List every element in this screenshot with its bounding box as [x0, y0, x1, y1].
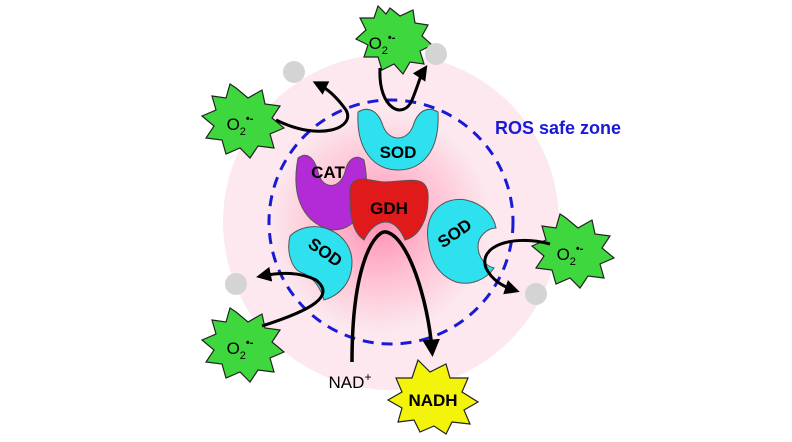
sod-right: SOD — [427, 198, 497, 284]
product-dot-right — [525, 283, 547, 305]
arrow-right — [483, 239, 551, 295]
sod-left: SOD — [288, 226, 353, 301]
svg-text:O2•-: O2•- — [557, 243, 584, 268]
svg-text:O2•-: O2•- — [227, 113, 254, 138]
safe-zone-boundary — [267, 98, 515, 346]
nadh-label: NADH — [408, 391, 457, 410]
arrow-nad — [350, 230, 440, 363]
gdh-enzyme: GDH — [349, 178, 429, 241]
arrow-lower-left — [256, 266, 325, 328]
o2-sub: 2 — [240, 126, 246, 138]
svg-text:O2•-: O2•- — [369, 32, 396, 57]
o2-sup: •- — [576, 243, 584, 255]
gdh-label: GDH — [370, 199, 408, 218]
o2-base: O — [227, 339, 240, 358]
sod-top: SOD — [357, 108, 439, 171]
nad-base: NAD — [329, 373, 365, 392]
superoxide-star-upper-left: O2•- — [200, 83, 286, 159]
o2-sub: 2 — [570, 256, 576, 268]
o2-base: O — [369, 34, 382, 53]
nad-sup: + — [364, 370, 371, 384]
superoxide-star-top: O2•- — [354, 4, 434, 76]
product-dot-left — [225, 273, 247, 295]
o2-sub: 2 — [240, 350, 246, 362]
o2-sub: 2 — [382, 45, 388, 57]
nad-label: NAD+ — [329, 370, 372, 392]
arrow-upper-left — [275, 81, 350, 133]
zone-label: ROS safe zone — [495, 118, 621, 138]
cat-label: CAT — [311, 163, 345, 182]
nadh-star: NADH — [386, 358, 480, 435]
cat-enzyme: CAT — [295, 154, 367, 231]
sod-top-label: SOD — [380, 143, 417, 162]
o2-sup: •- — [388, 32, 396, 44]
product-dot-top-right — [425, 43, 447, 65]
reaction-arrows — [256, 65, 551, 363]
o2-sup: •- — [246, 337, 254, 349]
svg-text:O2•-: O2•- — [227, 337, 254, 362]
product-dot-top-left — [283, 61, 305, 83]
arrow-top — [378, 65, 428, 112]
o2-base: O — [227, 115, 240, 134]
o2-base: O — [557, 245, 570, 264]
o2-sup: •- — [246, 113, 254, 125]
superoxide-star-right: O2•- — [530, 213, 616, 289]
